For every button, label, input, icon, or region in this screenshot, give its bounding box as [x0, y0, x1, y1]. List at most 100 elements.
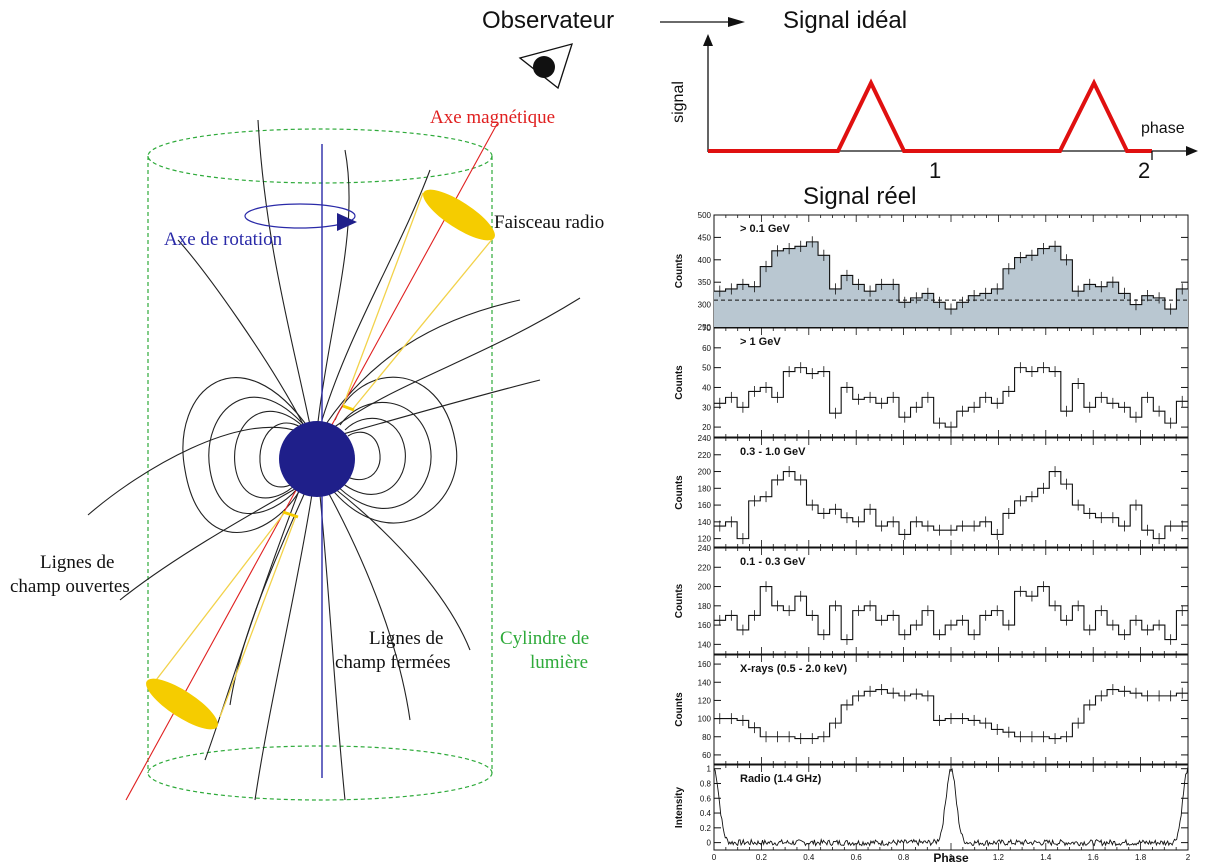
y-tick-label: 160 [698, 621, 712, 630]
neutron-star [279, 421, 355, 497]
open-field-line [317, 149, 350, 423]
panel-frame [713, 764, 1189, 851]
observer: Observateur [482, 7, 745, 90]
y-tick-label: 220 [698, 451, 712, 460]
real-signal-title: Signal réel [803, 183, 916, 210]
pulsar-diagram: Axe magnétique Faisceau radio Axe de rot… [10, 107, 604, 801]
y-tick-label: 220 [698, 563, 712, 572]
open-field-line [335, 379, 541, 437]
y-tick-label: 140 [698, 678, 712, 687]
y-tick-label: 200 [698, 468, 712, 477]
y-tick-label: 350 [698, 278, 712, 287]
y-tick-label: 0.8 [700, 779, 712, 788]
closed-field-line [259, 422, 317, 488]
y-tick-label: 0.4 [700, 809, 712, 818]
x-tick-label: 0.2 [756, 853, 768, 862]
y-tick-label: 80 [702, 733, 711, 742]
open-field-line [254, 493, 313, 801]
ideal-signal-title: Signal idéal [783, 7, 907, 34]
y-tick-label: 400 [698, 256, 712, 265]
closed-field-lines [182, 376, 458, 533]
y-tick-label: 1 [707, 765, 712, 774]
histogram-fill [714, 241, 1188, 327]
y-tick-label: 300 [698, 301, 712, 310]
radio-beam-lower [146, 510, 299, 730]
y-tick-label: 180 [698, 484, 712, 493]
y-tick-label: 50 [702, 364, 711, 373]
ideal-xlabel: phase [1141, 120, 1185, 137]
y-tick-label: 500 [698, 211, 712, 220]
y-tick-label: 120 [698, 696, 712, 705]
y-tick-label: 60 [702, 751, 711, 760]
panel-frame [713, 327, 1189, 438]
x-tick-label: 0.6 [851, 853, 863, 862]
light-cylinder-bottom [147, 745, 493, 801]
y-tick-label: 40 [702, 383, 711, 392]
closed-field-line [182, 377, 311, 533]
ideal-x-arrow-icon [1186, 146, 1198, 156]
histogram-trace [714, 241, 1188, 310]
open-lines-label-2: champ ouvertes [10, 576, 130, 597]
y-tick-label: 160 [698, 501, 712, 510]
x-tick-label: 1.2 [993, 853, 1005, 862]
panel-energy-label: > 1 GeV [740, 336, 781, 348]
y-tick-label: 140 [698, 518, 712, 527]
closed-field-line [234, 410, 315, 499]
open-field-line [87, 426, 301, 516]
open-field-line [177, 239, 306, 429]
y-tick-label: 100 [698, 715, 712, 724]
beam-base [342, 404, 355, 412]
beam-edge [351, 236, 495, 411]
light-cylinder-label-2: lumière [530, 652, 588, 673]
ideal-tick-label-1: 1 [929, 158, 941, 183]
y-tick-label: 0.2 [700, 824, 712, 833]
observer-label: Observateur [482, 7, 614, 34]
ideal-signal-trace [708, 78, 1152, 153]
radio-beam-upper [342, 189, 495, 412]
beam-edge [342, 192, 424, 407]
magnetic-axis-label: Axe magnétique [430, 107, 555, 128]
x-tick-label: 1.8 [1135, 853, 1147, 862]
ideal-signal: Signal idéal signal phase 1 2 [670, 7, 1198, 183]
radio-beam-upper-cap [423, 189, 495, 241]
histogram-trace [714, 688, 1188, 740]
open-lines-label-1: Lignes de [40, 552, 114, 573]
closed-field-line [321, 417, 406, 495]
y-tick-label: 240 [698, 544, 712, 553]
rotation-ellipse [244, 203, 356, 229]
panel-energy-label: 0.3 - 1.0 GeV [740, 446, 806, 458]
y-tick-label: 20 [702, 423, 711, 432]
x-tick-label: 0 [712, 853, 717, 862]
y-tick-label: 450 [698, 233, 712, 242]
x-tick-label: 1 [949, 853, 954, 862]
x-tick-label: 2 [1186, 853, 1191, 862]
open-field-line [321, 169, 431, 421]
closed-lines-label-1: Lignes de [369, 628, 443, 649]
panel-energy-label: X-rays (0.5 - 2.0 keV) [740, 663, 847, 675]
panel-ylabel: Intensity [674, 787, 685, 829]
panel-energy-label: > 0.1 GeV [740, 223, 791, 235]
closed-field-line [208, 396, 313, 515]
radio-profile-trace [713, 765, 1189, 847]
x-tick-label: 0.4 [803, 853, 815, 862]
x-tick-label: 1.6 [1088, 853, 1100, 862]
y-tick-label: 250 [698, 323, 712, 332]
open-field-line [329, 297, 581, 431]
y-tick-label: 120 [698, 535, 712, 544]
x-tick-label: 1.4 [1040, 853, 1052, 862]
open-field-lines [87, 119, 581, 801]
panel-energy-label: 0.1 - 0.3 GeV [740, 556, 806, 568]
beam-edge [219, 515, 297, 718]
panel-ylabel: Counts [674, 253, 685, 288]
open-field-line [319, 494, 346, 801]
panel-ylabel: Counts [674, 583, 685, 618]
light-cylinder [147, 128, 493, 801]
panel-ylabel: Counts [674, 692, 685, 727]
panel-frame [713, 547, 1189, 655]
